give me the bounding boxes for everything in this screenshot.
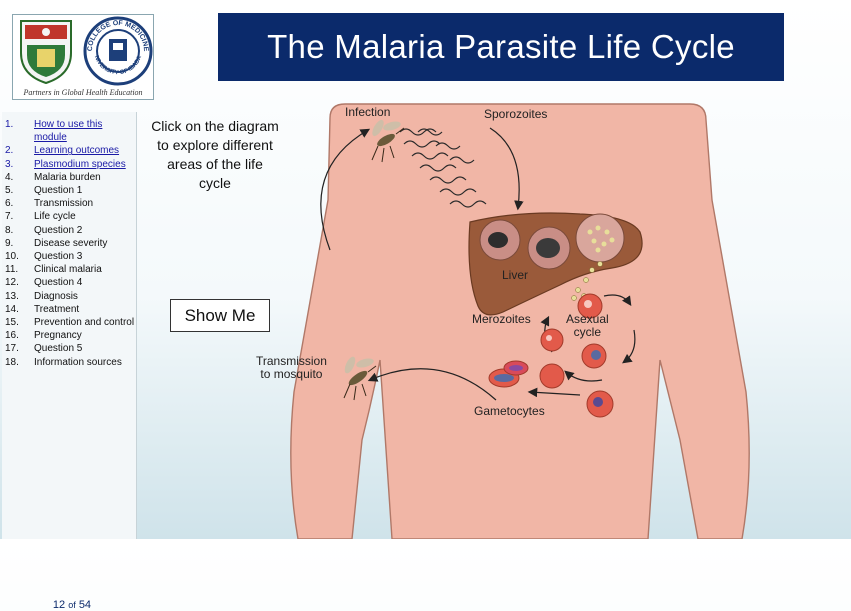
nav-item[interactable]: 7. Life cycle bbox=[2, 210, 136, 223]
nav-item[interactable]: 1. How to use this module bbox=[2, 118, 136, 144]
nav-item[interactable]: 12. Question 4 bbox=[2, 276, 136, 289]
merozoites-label: Merozoites bbox=[472, 312, 531, 326]
mosquito-infection-icon[interactable] bbox=[370, 118, 405, 163]
nav-item-label: Prevention and control bbox=[34, 317, 135, 329]
show-me-button[interactable]: Show Me bbox=[170, 299, 270, 332]
nav-item-number: 7. bbox=[5, 211, 14, 223]
nav-item[interactable]: 15. Prevention and control bbox=[2, 316, 136, 329]
nav-item-number: 3. bbox=[5, 158, 14, 170]
tagline: Partners in Global Health Education bbox=[23, 88, 143, 97]
nav-item-label: Plasmodium species bbox=[34, 158, 126, 170]
nav-item-number: 8. bbox=[5, 224, 14, 236]
nav-item-number: 18. bbox=[5, 356, 19, 368]
nav-item-label: Diagnosis bbox=[34, 290, 78, 302]
nav-item[interactable]: 4. Malaria burden bbox=[2, 171, 136, 184]
nav-item[interactable]: 10. Question 3 bbox=[2, 250, 136, 263]
mosquito-transmission-icon[interactable] bbox=[343, 355, 377, 401]
nav-item-number: 9. bbox=[5, 237, 14, 249]
sporozoites-stream[interactable] bbox=[399, 128, 487, 208]
nav-item[interactable]: 8. Question 2 bbox=[2, 224, 136, 237]
nav-item[interactable]: 11. Clinical malaria bbox=[2, 263, 136, 276]
nav-item-label: Life cycle bbox=[34, 211, 76, 223]
page-counter: 12 of 54 bbox=[48, 599, 96, 611]
nav-item-number: 5. bbox=[5, 185, 14, 197]
nav-item-label: Learning outcomes bbox=[34, 145, 120, 157]
nav-item[interactable]: 2. Learning outcomes bbox=[2, 144, 136, 157]
sporozoites-to-liver-arrow bbox=[489, 127, 524, 211]
page-of: of bbox=[68, 600, 76, 610]
nav-item-label: Question 1 bbox=[34, 185, 83, 197]
asexual-label-line2: cycle bbox=[573, 325, 602, 339]
university-crest-icon bbox=[20, 20, 72, 85]
nav-item[interactable]: 16. Pregnancy bbox=[2, 329, 136, 342]
page-total: 54 bbox=[78, 599, 92, 611]
nav-item[interactable]: 14. Treatment bbox=[2, 303, 136, 316]
gametocytes-label: Gametocytes bbox=[474, 404, 545, 418]
nav-item[interactable]: 13. Diagnosis bbox=[2, 290, 136, 303]
nav-item-number: 1. bbox=[5, 119, 14, 130]
page-title: The Malaria Parasite Life Cycle bbox=[267, 28, 735, 65]
sporozoites-label: Sporozoites bbox=[484, 107, 548, 121]
nav-item-number: 6. bbox=[5, 198, 14, 210]
nav-item-label: Question 2 bbox=[34, 224, 83, 236]
nav-item-number: 12. bbox=[5, 277, 19, 289]
transmission-arrow bbox=[367, 368, 497, 401]
gametocyte-cells[interactable] bbox=[488, 360, 529, 388]
nav-item-number: 11. bbox=[5, 264, 19, 276]
nav-list: 1. How to use this module 2. Learning outco… bbox=[2, 112, 136, 369]
gametocyte-arrow bbox=[527, 387, 581, 398]
nav-item-label: Information sources bbox=[34, 356, 122, 368]
nav-item-number: 4. bbox=[5, 171, 14, 183]
nav-item[interactable]: 6. Transmission bbox=[2, 197, 136, 210]
human-body-figure[interactable] bbox=[290, 103, 750, 539]
nav-item[interactable]: 18. Information sources bbox=[2, 356, 136, 369]
logo-panel: COLLEGE OF MEDICINE UNIVERSITY OF IBADAN… bbox=[12, 14, 154, 100]
infection-label: Infection bbox=[345, 105, 391, 119]
nav-item-number: 2. bbox=[5, 145, 14, 157]
nav-item-label: How to use this module bbox=[34, 119, 103, 144]
nav-item-label: Question 3 bbox=[34, 251, 83, 263]
nav-item-number: 13. bbox=[5, 290, 19, 302]
nav-item-label: Disease severity bbox=[34, 237, 108, 249]
nav-item-label: Question 4 bbox=[34, 277, 83, 289]
life-cycle-diagram[interactable] bbox=[0, 0, 851, 539]
nav-item-label: Malaria burden bbox=[34, 171, 101, 183]
logos-graphic: COLLEGE OF MEDICINE UNIVERSITY OF IBADAN bbox=[13, 15, 153, 86]
infected-hepatocyte-cells[interactable] bbox=[479, 213, 625, 270]
transmission-label: Transmission to mosquito bbox=[256, 355, 327, 381]
page-current: 12 bbox=[52, 599, 66, 611]
nav-item-number: 15. bbox=[5, 317, 19, 329]
nav-item-label: Treatment bbox=[34, 303, 80, 315]
nav-item-label: Clinical malaria bbox=[34, 264, 102, 276]
title-bar: The Malaria Parasite Life Cycle bbox=[218, 13, 784, 81]
liver-label: Liver bbox=[502, 268, 529, 282]
nav-item[interactable]: 3. Plasmodium species bbox=[2, 158, 136, 171]
asexual-label-line1: Asexual bbox=[566, 312, 609, 326]
nav-item-label: Transmission bbox=[34, 198, 94, 210]
asexual-cycle-label: Asexual cycle bbox=[566, 313, 609, 339]
nav-item-label: Pregnancy bbox=[34, 330, 82, 342]
instructions-text: Click on the diagram to explore differen… bbox=[151, 118, 279, 191]
nav-item[interactable]: 5. Question 1 bbox=[2, 184, 136, 197]
red-blood-cells[interactable] bbox=[539, 293, 614, 418]
nav-item-number: 16. bbox=[5, 330, 19, 342]
transmission-label-line2: to mosquito bbox=[260, 367, 323, 381]
nav-item-number: 10. bbox=[5, 251, 19, 263]
nav-item-label: Question 5 bbox=[34, 343, 83, 355]
module-nav: 1. How to use this module 2. Learning outco… bbox=[2, 112, 137, 611]
nav-item[interactable]: 17. Question 5 bbox=[2, 342, 136, 355]
transmission-label-line1: Transmission bbox=[256, 354, 327, 368]
nav-item-number: 17. bbox=[5, 343, 19, 355]
nav-item-number: 14. bbox=[5, 303, 19, 315]
infection-arrow bbox=[320, 128, 371, 251]
nav-item[interactable]: 9. Disease severity bbox=[2, 237, 136, 250]
